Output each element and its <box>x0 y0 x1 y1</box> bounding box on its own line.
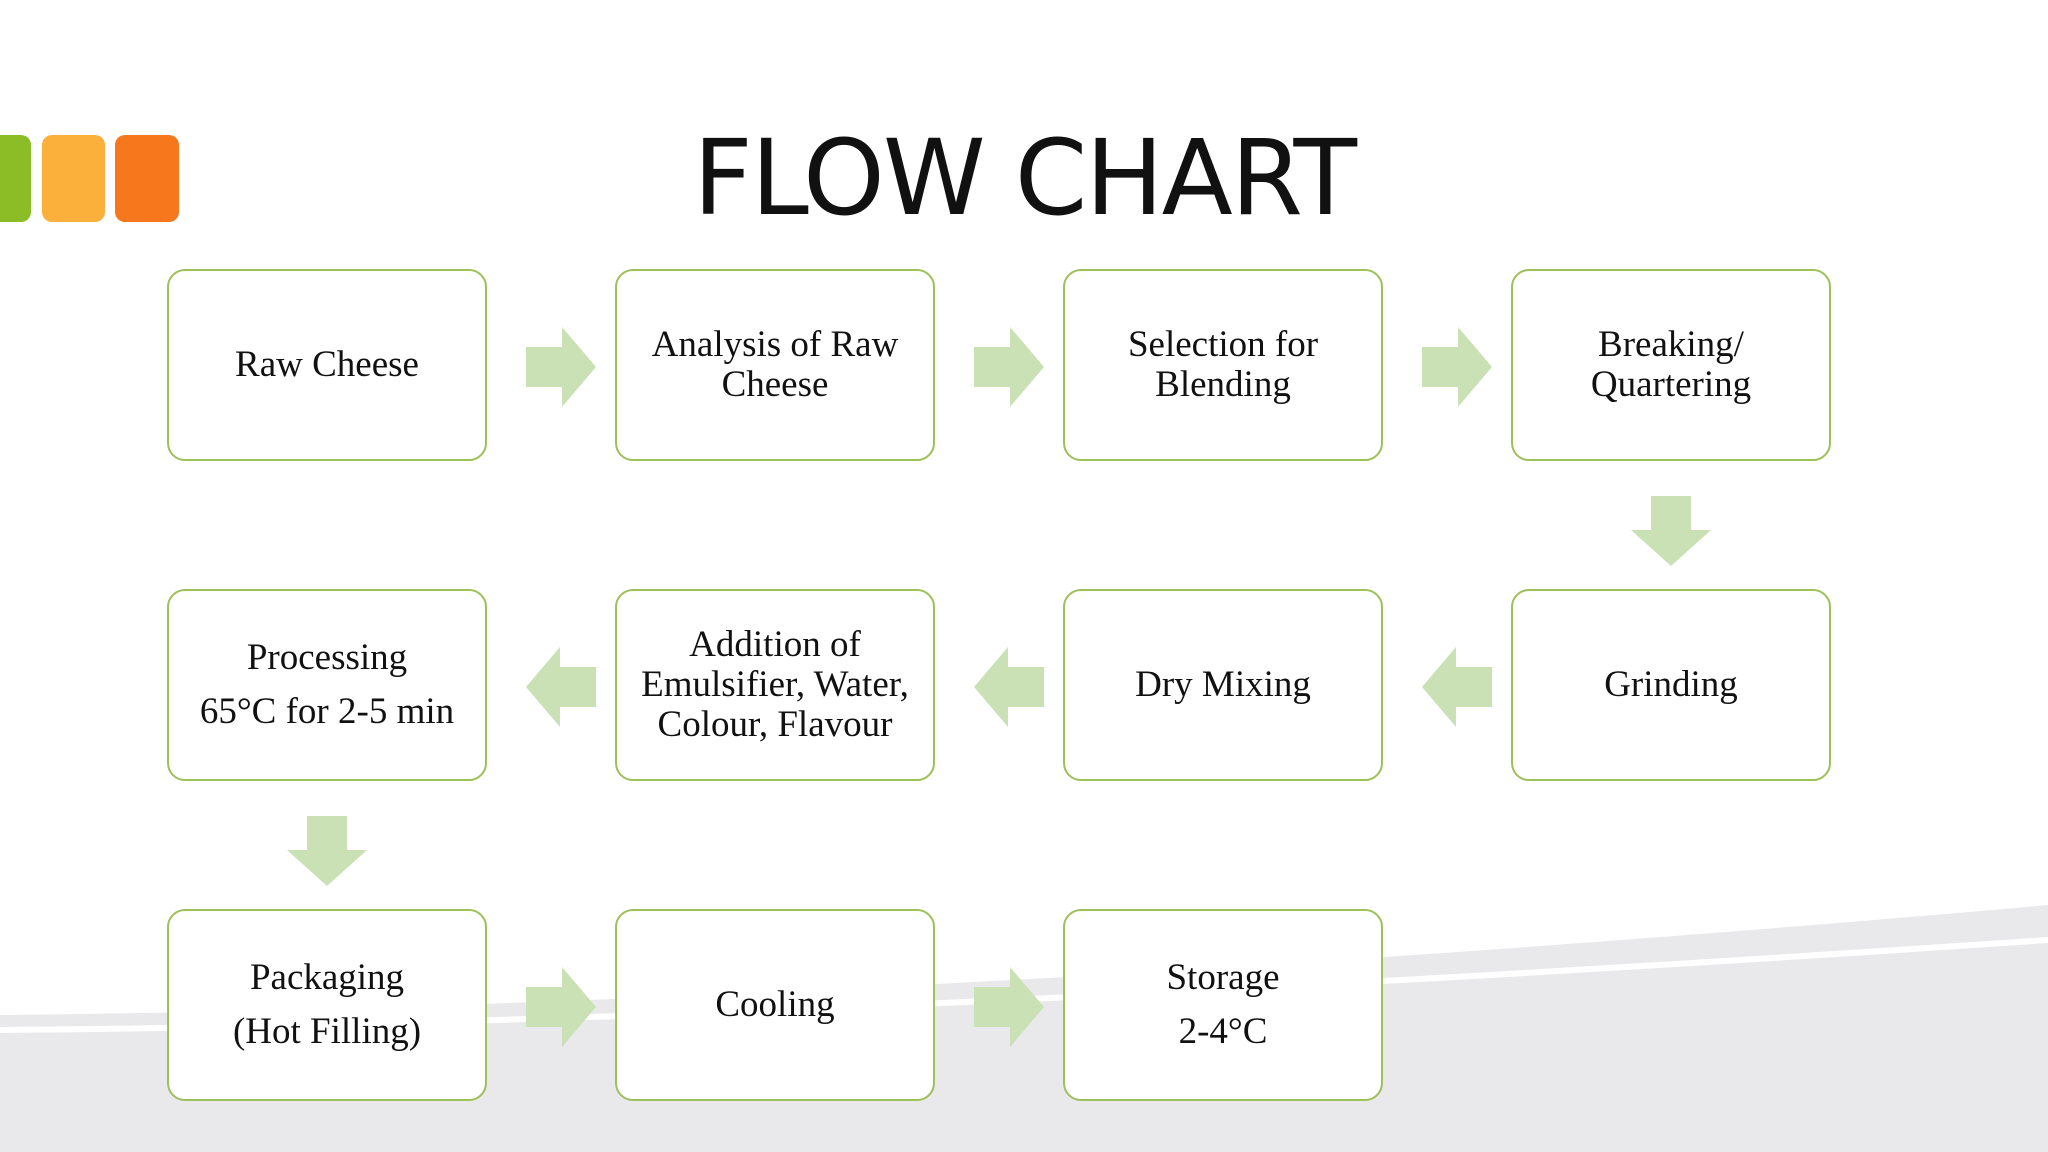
step-breaking-quartering: Breaking/Quartering <box>1511 269 1831 461</box>
arrow-right-icon <box>526 967 596 1047</box>
arrow-right-icon <box>526 327 596 407</box>
step-label-line: Addition of <box>689 624 861 665</box>
arrow-down-icon <box>287 816 367 886</box>
step-packaging: Packaging (Hot Filling) <box>167 909 487 1101</box>
step-label-line: Blending <box>1155 364 1291 405</box>
step-label-line: (Hot Filling) <box>232 1011 422 1052</box>
accent-square-green <box>0 135 31 222</box>
step-storage: Storage 2-4°C <box>1063 909 1383 1101</box>
step-label-line: Emulsifier, Water, <box>641 664 909 705</box>
arrow-right-icon <box>1422 327 1492 407</box>
step-raw-cheese: Raw Cheese <box>167 269 487 461</box>
accent-square-orange <box>115 135 179 222</box>
accent-square-yellow <box>42 135 105 222</box>
step-cooling: Cooling <box>615 909 935 1101</box>
step-label-line: Breaking/ <box>1598 324 1744 365</box>
step-grinding: Grinding <box>1511 589 1831 781</box>
step-label-line: Cooling <box>715 984 835 1025</box>
step-label-line: Grinding <box>1604 664 1738 705</box>
step-label-line: Quartering <box>1590 364 1752 405</box>
step-label-line: Selection for <box>1127 324 1319 365</box>
arrow-right-icon <box>974 327 1044 407</box>
step-label-line: Colour, Flavour <box>657 704 893 745</box>
step-label-line: Analysis of Raw <box>651 324 899 365</box>
arrow-left-icon <box>526 647 596 727</box>
step-label-line: 65°C for 2-5 min <box>199 691 455 732</box>
arrow-right-icon <box>974 967 1044 1047</box>
step-dry-mixing: Dry Mixing <box>1063 589 1383 781</box>
arrow-left-icon <box>1422 647 1492 727</box>
slide-title: FLOW CHART <box>693 117 1357 239</box>
step-processing: Processing 65°C for 2-5 min <box>167 589 487 781</box>
step-label-line: Raw Cheese <box>235 344 419 385</box>
step-label-line: Processing <box>246 637 408 678</box>
arrow-down-icon <box>1631 496 1711 566</box>
step-label-line: Cheese <box>721 364 829 405</box>
step-label-line: Dry Mixing <box>1135 664 1311 705</box>
arrow-left-icon <box>974 647 1044 727</box>
step-label-line: Packaging <box>249 957 405 998</box>
step-label-line: 2-4°C <box>1178 1011 1268 1052</box>
step-label-line: Storage <box>1166 957 1280 998</box>
